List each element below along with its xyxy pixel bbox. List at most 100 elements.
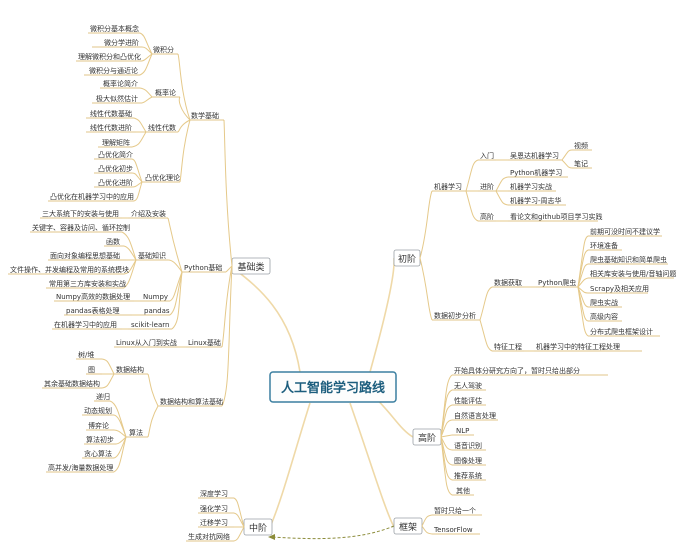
edge-calc — [177, 53, 191, 121]
item-ds-algo-3: 算法初步 — [86, 435, 114, 444]
edge-prob — [178, 96, 191, 121]
edge-a1 — [113, 414, 127, 438]
label-ds-algo: 算法 — [129, 428, 143, 437]
item-gaojie-0: 开始具体分研究方向了，暂时只给出部分 — [454, 366, 580, 375]
item-ds-struct-2: 其余基础数据结构 — [44, 379, 100, 388]
item-gaoji-0: 看论文和github项目学习实践 — [510, 212, 602, 221]
edge-b3 — [123, 259, 137, 275]
edge-x4 — [577, 286, 589, 294]
edge-a3 — [115, 436, 127, 445]
edge-k1 — [421, 525, 433, 535]
label-py-intro: 介绍及安装 — [131, 209, 166, 218]
center-title: 人工智能学习路线 — [281, 380, 385, 396]
item-gaojie-1: 无人驾驶 — [454, 381, 482, 390]
edge-data — [419, 257, 433, 321]
center-node[interactable] — [269, 371, 397, 403]
edge-x6 — [577, 286, 589, 322]
item-py-basic-3: 文件操作、并发编程及常用的系统模块 — [10, 265, 129, 274]
edge-c1 — [141, 46, 153, 55]
label-chuji: 初阶 — [398, 253, 416, 265]
edge-x3 — [577, 277, 589, 288]
item-py-numpy-0: Numpy高效的数据处理 — [56, 292, 130, 301]
edge-h4 — [440, 434, 453, 438]
item-ds-algo-2: 博弈论 — [88, 421, 109, 430]
label-feature: 特征工程 — [494, 342, 522, 351]
edge-a2 — [113, 429, 127, 438]
item-acq-4: Scrapy及相关应用 — [590, 284, 649, 293]
item-acq-1: 环境准备 — [590, 241, 618, 250]
edge-feat — [479, 319, 493, 352]
item-rumen-1: 笔记 — [574, 159, 588, 168]
edge-k0 — [421, 514, 433, 527]
edge-v0 — [131, 158, 143, 183]
label-jinjie: 进阶 — [480, 182, 494, 191]
item-linear-0: 线性代数基础 — [90, 109, 132, 118]
item-ds-algo-1: 动态规划 — [84, 406, 112, 415]
item-py-basic-2: 面向对象编程思想基础 — [50, 251, 120, 260]
edge-ml-gaoji — [465, 190, 479, 222]
item-acq-2: 爬虫基础知识和简单爬虫 — [590, 255, 667, 264]
item-ds-struct-0: 树/堆 — [78, 350, 94, 359]
item-ds-algo-4: 贪心算法 — [84, 449, 112, 458]
item-zhongjie-2: 迁移学习 — [200, 518, 228, 527]
item-gaojie-5: 语音识别 — [454, 441, 482, 450]
label-rumen-sub: 吴恩达机器学习 — [510, 151, 559, 160]
edge-ds-struct — [147, 373, 159, 407]
label-calc: 微积分 — [153, 45, 174, 54]
label-linux: Linux基础 — [188, 338, 221, 347]
item-acq-3: 相关库安装与使用/音轴问题 — [590, 269, 676, 278]
item-gaojie-2: 性能评估 — [454, 396, 482, 405]
edge-linear — [177, 119, 191, 133]
item-zhongjie-3: 生成对抗网络 — [188, 532, 230, 541]
edge-z3 — [233, 526, 245, 542]
item-py-basic-0: 关键字、容器及访问、循环控制 — [32, 223, 130, 232]
label-data: 数据初步分析 — [434, 311, 476, 320]
label-rumen: 入门 — [480, 151, 494, 160]
item-linear-2: 理解矩阵 — [102, 138, 130, 147]
item-gaojie-6: 图像处理 — [454, 456, 482, 465]
label-py-sklearn: scikit-learn — [131, 321, 169, 329]
label-py-pandas: pandas — [144, 307, 170, 315]
item-py-basic-1: 函数 — [106, 237, 120, 246]
edge-p1 — [141, 96, 153, 104]
label-py-basic: 基础知识 — [138, 251, 166, 260]
edge-v3 — [133, 181, 143, 202]
trunk-zhongjie — [269, 402, 311, 528]
label-convex: 凸优化理论 — [145, 173, 180, 182]
item-ds-algo-5: 高并发/海量数据处理 — [48, 463, 113, 472]
edge-math — [223, 119, 233, 267]
label-ml: 机器学习 — [434, 182, 462, 191]
edge-py-sklearn — [171, 271, 183, 330]
label-kuangjia: 框架 — [399, 521, 417, 533]
edge-b4 — [123, 259, 137, 289]
item-convex-2: 凸优化进阶 — [98, 178, 133, 187]
edge-ds-algo — [147, 405, 159, 438]
edge-h5 — [440, 436, 453, 451]
item-calc-3: 微积分与通近论 — [89, 66, 138, 75]
edge-ml-rumen — [465, 159, 479, 192]
edge-z1 — [233, 512, 245, 528]
item-jinjie-1: 机器学习实战 — [510, 182, 552, 191]
item-py-pandas-0: pandas表格处理 — [66, 306, 120, 315]
edge-a4 — [113, 436, 127, 459]
edge-h8 — [440, 436, 453, 496]
item-rumen-0: 视频 — [574, 141, 588, 150]
item-acq-7: 分布式爬虫框架设计 — [590, 327, 653, 336]
edge-c2 — [141, 53, 153, 62]
edge-ds — [221, 265, 233, 407]
item-py-sklearn-0: 在机器学习中的应用 — [54, 320, 117, 329]
edge-x2 — [577, 263, 589, 288]
edge-l0 — [133, 117, 147, 133]
edge-x5 — [577, 286, 589, 308]
label-zhongjie: 中阶 — [249, 522, 267, 534]
item-feature-0: 机器学习中的特征工程处理 — [536, 342, 620, 351]
label-linear: 线性代数 — [148, 123, 176, 132]
edge-py-numpy — [169, 271, 183, 302]
edge-h1 — [440, 389, 453, 438]
item-ds-algo-0: 递归 — [96, 392, 110, 401]
item-convex-1: 凸优化初步 — [98, 164, 133, 173]
edge-x1 — [577, 249, 589, 288]
trunk-kuangjia — [349, 402, 395, 528]
edge-j2 — [495, 190, 509, 206]
edge-py-intro — [167, 217, 183, 273]
